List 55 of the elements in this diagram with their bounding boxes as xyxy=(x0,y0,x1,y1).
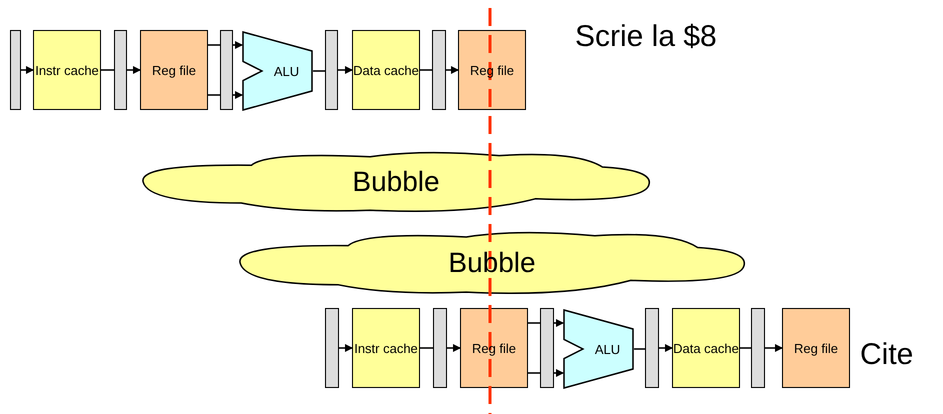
annotation-text: Cite xyxy=(860,338,914,372)
connector-line xyxy=(313,70,325,72)
pipeline-register-bar xyxy=(432,30,446,110)
box-label: Data cache xyxy=(673,340,739,356)
register-file-box xyxy=(782,308,850,388)
cache-box xyxy=(352,308,420,388)
alu-shape xyxy=(242,31,313,111)
arrow xyxy=(554,319,564,327)
pipeline-register-bar xyxy=(325,308,339,388)
pipeline-register-bar xyxy=(114,30,127,110)
connector-line xyxy=(208,44,220,46)
register-file-box xyxy=(140,30,208,110)
arrow xyxy=(233,41,243,49)
arrow xyxy=(447,344,461,352)
pipeline-register-bar xyxy=(540,308,554,388)
connector-line xyxy=(208,94,220,96)
connector-line xyxy=(101,69,114,71)
arrow xyxy=(338,66,353,74)
pipeline-register-bar xyxy=(645,308,659,388)
cache-box xyxy=(33,30,101,110)
pipeline-register-bar xyxy=(325,30,338,110)
connector-line xyxy=(740,347,751,349)
cache-box xyxy=(352,30,420,110)
box-label: Reg file xyxy=(472,340,516,356)
connector-line xyxy=(634,348,645,350)
arrow xyxy=(446,66,459,74)
box-label: Instr cache xyxy=(354,340,418,356)
connector-line xyxy=(528,322,540,324)
box-label: Data cache xyxy=(353,62,419,78)
pipeline-register-bar xyxy=(751,308,765,388)
annotation-text: Scrie la $8 xyxy=(575,20,717,54)
pipeline-register-bar xyxy=(433,308,447,388)
box-label: Instr cache xyxy=(35,62,99,78)
register-file-box xyxy=(458,30,526,110)
register-file-box xyxy=(460,308,528,388)
connector-line xyxy=(420,347,433,349)
box-label: Reg file xyxy=(794,340,838,356)
box-label: Reg file xyxy=(152,62,196,78)
cache-box xyxy=(672,308,740,388)
pipeline-register-bar xyxy=(220,30,233,110)
box-label: ALU xyxy=(274,64,300,78)
bubble-label: Bubble xyxy=(448,247,536,279)
arrow xyxy=(554,369,564,377)
arrow xyxy=(659,344,673,352)
connector-line xyxy=(528,372,540,374)
arrow xyxy=(765,344,783,352)
box-label: ALU xyxy=(594,342,620,356)
arrow xyxy=(233,91,243,99)
bubble-label: Bubble xyxy=(352,166,440,198)
arrow xyxy=(21,66,34,74)
pipeline-register-bar xyxy=(10,30,21,110)
arrow xyxy=(339,344,353,352)
connector-line xyxy=(420,69,432,71)
alu-shape xyxy=(563,309,634,389)
arrow xyxy=(127,66,141,74)
